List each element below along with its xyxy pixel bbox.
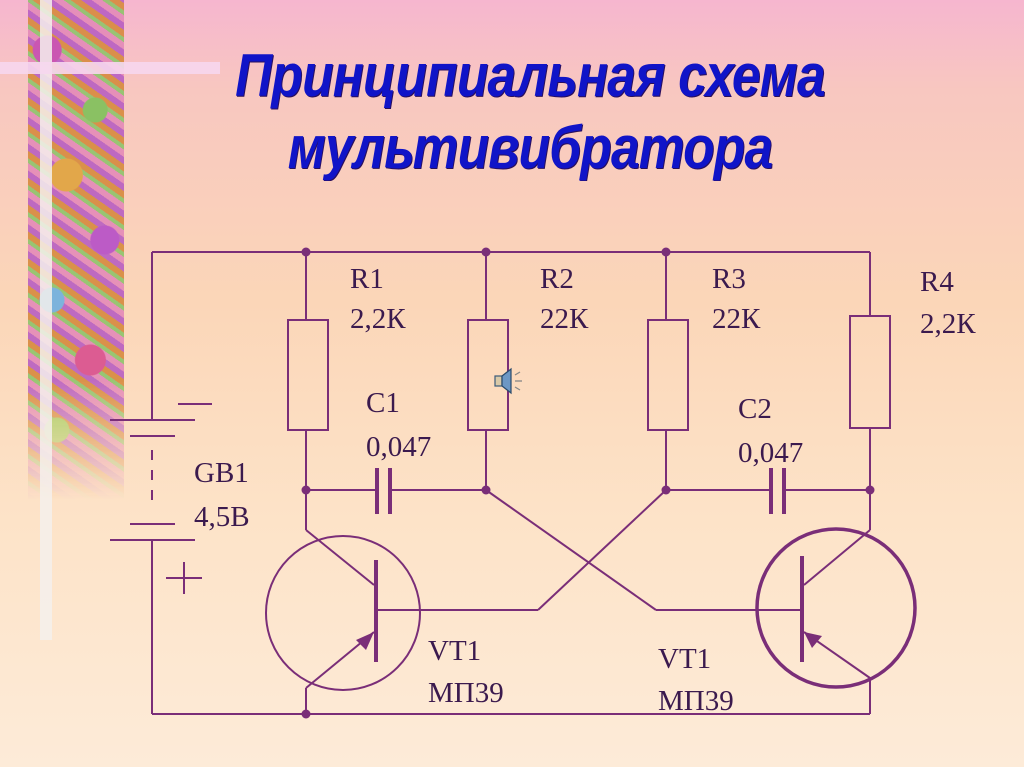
resistor-r4 — [849, 315, 891, 429]
junction-dot — [301, 247, 311, 257]
battery-gb1 — [110, 403, 212, 594]
junction-dot — [481, 485, 491, 495]
label-c1-value: 0,047 — [366, 431, 431, 463]
transistor-vt2-right — [755, 527, 917, 689]
label-vt-left-value: МП39 — [428, 677, 504, 709]
label-vt-left-name: VT1 — [428, 635, 481, 667]
transistor-vt2-body — [755, 527, 917, 689]
wiring — [151, 251, 871, 715]
label-vt-right-name: VT1 — [658, 643, 711, 675]
label-r1-value: 2,2К — [350, 303, 406, 335]
junction-dot — [865, 485, 875, 495]
label-c2-name: C2 — [738, 393, 772, 425]
label-r2-value: 22К — [540, 303, 589, 335]
label-r4-value: 2,2К — [920, 308, 976, 340]
resistor-r3 — [647, 319, 689, 431]
junction-dot — [481, 247, 491, 257]
title-line-1: Принципиальная схема — [235, 42, 826, 109]
decorative-horizontal-bar — [0, 62, 220, 74]
cross-wire-to-vt2-base — [485, 489, 657, 611]
label-c2-value: 0,047 — [738, 437, 803, 469]
transistor-vt2-emitter-arrow — [804, 632, 822, 648]
label-r4-name: R4 — [920, 266, 954, 298]
vt2-collector — [803, 529, 871, 586]
slide-title: Принципиальная схема мультивибратора — [212, 40, 848, 184]
label-r3-name: R3 — [712, 263, 746, 295]
junction-dot — [661, 247, 671, 257]
title-line-2: мультивибратора — [287, 114, 773, 181]
label-c1-name: C1 — [366, 387, 400, 419]
transistor-vt1-left — [265, 535, 421, 691]
transistor-vt1-body — [265, 535, 421, 691]
vt1-collector — [305, 529, 375, 586]
label-r3-value: 22К — [712, 303, 761, 335]
junction-dot — [301, 485, 311, 495]
junctions — [301, 247, 875, 719]
transistor-vt1-emitter-arrow — [356, 632, 374, 650]
cross-wire-to-vt1-base — [537, 489, 667, 611]
junction-dot — [301, 709, 311, 719]
resistor-r1 — [287, 319, 329, 431]
label-vt-right-value: МП39 — [658, 685, 734, 717]
junction-dot — [661, 485, 671, 495]
label-r2-name: R2 — [540, 263, 574, 295]
label-gb1-name: GB1 — [194, 457, 249, 489]
decorative-vertical-bar — [40, 0, 52, 640]
label-gb1-value: 4,5В — [194, 501, 250, 533]
speaker-icon[interactable] — [493, 366, 525, 396]
label-r1-name: R1 — [350, 263, 384, 295]
